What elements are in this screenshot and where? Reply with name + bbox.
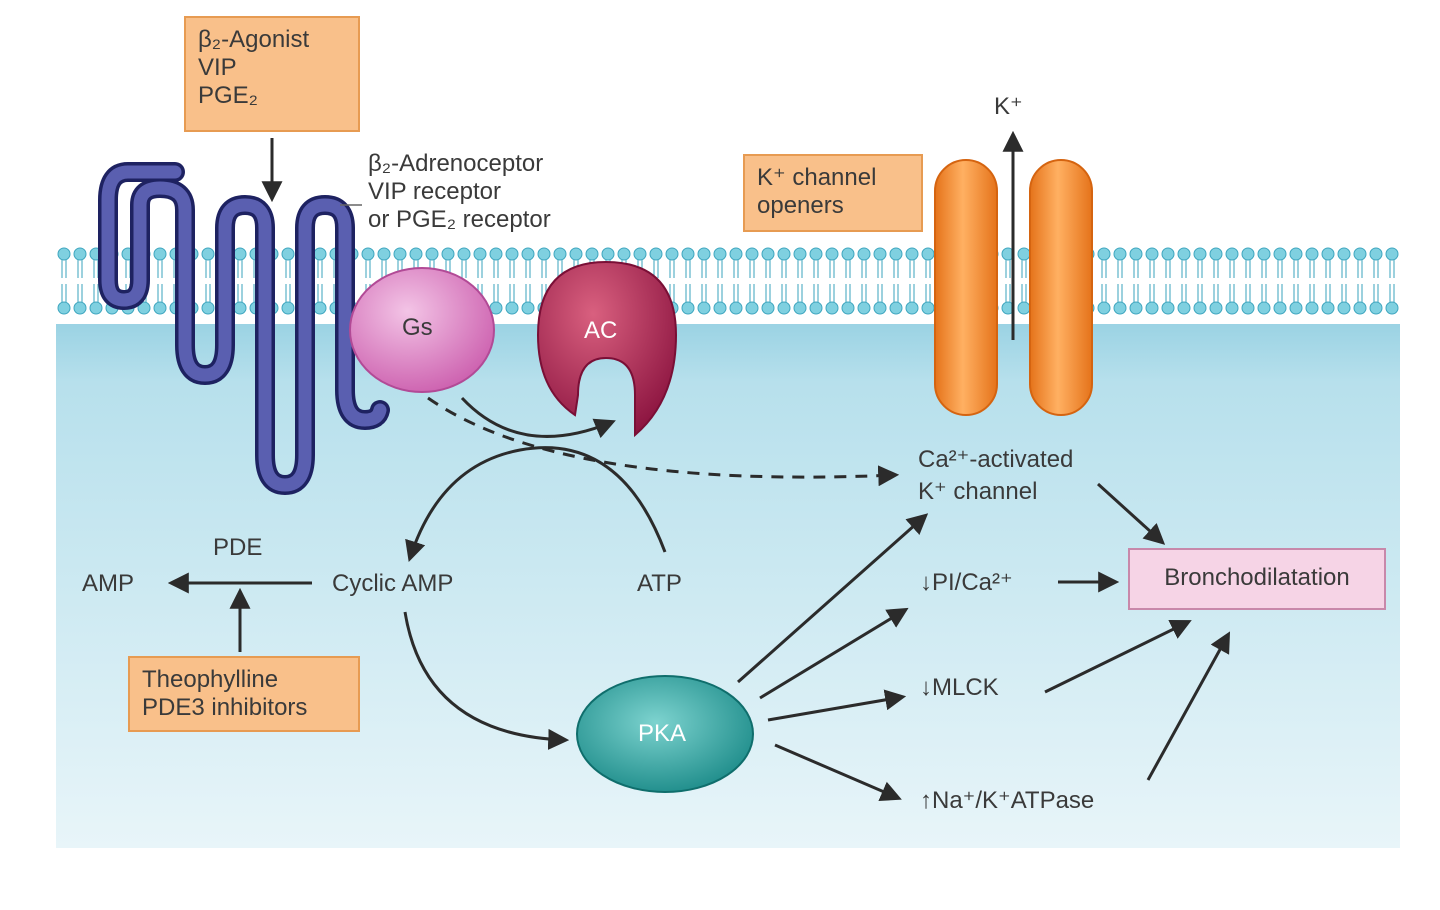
- pde-label: PDE: [213, 534, 263, 561]
- k-openers-line2: openers: [757, 192, 844, 219]
- pka-to-na-k-arrow: [774, 743, 902, 801]
- na-k-atpase-label: ↑Na⁺/K⁺ATPase: [920, 787, 1095, 814]
- adenylyl-cyclase: [536, 260, 678, 438]
- k-channel-openers-box: K⁺ channel openers: [743, 154, 923, 232]
- theophylline-line2: PDE3 inhibitors: [142, 694, 308, 721]
- lipid-bilayer: [56, 238, 1400, 324]
- receptor-label-line1: β₂-Adrenoceptor: [368, 150, 544, 177]
- k-channel-right: [1029, 159, 1093, 416]
- agonist-line3: PGE₂: [198, 82, 258, 109]
- gs-protein: [349, 267, 495, 393]
- atp-to-camp-arrow: [405, 446, 667, 562]
- pka-to-mlck-arrow: [767, 689, 907, 722]
- camp-to-pka-arrow: [403, 611, 570, 750]
- ca-channel-line2: K⁺ channel: [918, 478, 1038, 505]
- theophylline-box: Theophylline PDE3 inhibitors: [128, 656, 360, 732]
- agonist-box: β₂-Agonist VIP PGE₂: [184, 16, 360, 132]
- pka-enzyme: [576, 675, 754, 793]
- k-openers-line1: K⁺ channel: [757, 164, 877, 191]
- agonist-line2: VIP: [198, 54, 237, 81]
- agonist-line1: β₂-Agonist: [198, 26, 310, 53]
- gs-to-ac-arrow: [460, 396, 616, 439]
- receptor-shape-fill: [101, 165, 387, 492]
- atp-label: ATP: [637, 570, 682, 597]
- na-k-to-broncho-arrow: [1146, 631, 1231, 781]
- mlck-label: ↓MLCK: [920, 674, 999, 701]
- receptor-label: β₂-Adrenoceptor VIP receptor or PGE₂ rec…: [368, 150, 551, 234]
- bronchodilatation-label: Bronchodilatation: [1164, 564, 1350, 591]
- ca-channel-to-broncho-arrow: [1096, 482, 1166, 545]
- ca-channel-line1: Ca²⁺-activated: [918, 446, 1074, 473]
- amp-label: AMP: [82, 570, 135, 597]
- ac-label: AC: [584, 317, 618, 344]
- pka-label: PKA: [638, 720, 687, 747]
- pka-to-ca-channel-arrow: [737, 513, 929, 684]
- cyclic-amp-label: Cyclic AMP: [332, 570, 454, 597]
- k-channel-left: [934, 159, 998, 416]
- theophylline-line1: Theophylline: [142, 666, 279, 693]
- gs-label: Gs: [402, 314, 433, 341]
- receptor-label-line2: VIP receptor: [368, 178, 501, 205]
- ca-activated-k-channel-label: Ca²⁺-activated K⁺ channel: [918, 444, 1073, 508]
- pi-ca-label: ↓PI/Ca²⁺: [920, 569, 1013, 596]
- gs-to-ca-channel-dashed-arrow: [427, 396, 900, 487]
- bronchodilatation-box: Bronchodilatation: [1128, 548, 1386, 610]
- pka-to-pi-ca-arrow: [759, 607, 909, 700]
- mlck-to-broncho-arrow: [1044, 619, 1192, 694]
- k-ion-label: K⁺: [994, 93, 1023, 120]
- receptor-label-line3: or PGE₂ receptor: [368, 206, 551, 233]
